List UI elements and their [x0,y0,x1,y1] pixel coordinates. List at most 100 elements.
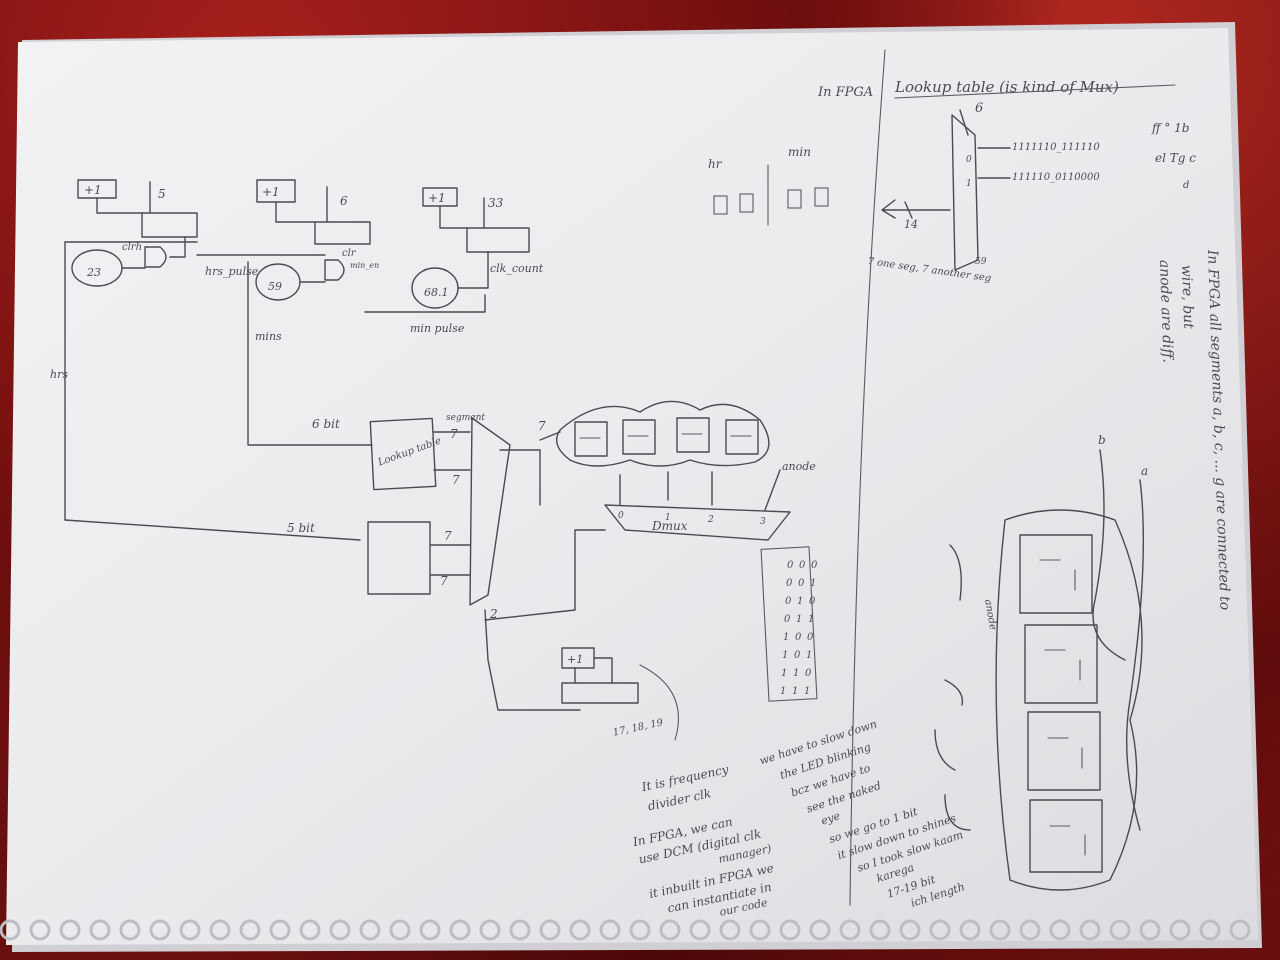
tt-cell: 1 [806,650,812,661]
tt-cell: 0 [784,614,791,625]
right-lut-row0: 1111110_111110 [1012,142,1100,153]
tt-cell: 1 [810,578,816,589]
hour-width-label: 5 [158,187,166,201]
display-digit-2 [739,193,754,213]
hour-and-gate [144,246,167,268]
right-mux-shape [951,114,979,271]
tt-cell: 1 [796,614,802,625]
hour-adder-label: +1 [84,183,102,197]
divider-register [561,682,639,704]
demux-block: Dmux 0 1 2 3 [604,504,791,541]
seg-digit-d [1029,799,1103,873]
seg-digit-a [1019,534,1093,614]
seg-digit-b [1024,624,1098,704]
right-mux-index-0: 0 [966,155,972,165]
side-note-line: wire, but [1178,265,1196,330]
clk-count-label: clk_count [490,262,544,275]
tt-cell: 1 [783,632,789,643]
tt-cell: 1 [781,668,787,679]
tt-cell: 1 [797,596,803,607]
seg-label-a: a [1141,464,1148,478]
seg-digit-c [1027,711,1101,791]
clk-adder-label: +1 [428,191,446,205]
lut-input-width: 6 bit [312,417,340,431]
seg-width-b: 7 [452,473,460,487]
header-fpga-label: In FPGA [817,85,873,100]
right-mux-out-width: 14 [904,218,918,231]
second-lookup-box [367,521,431,595]
corner-note-line: ff ° 1b [1151,121,1189,135]
tt-cell: 0 [798,578,805,589]
display-anode-label: anode [782,460,816,473]
tt-cell: 0 [795,632,802,643]
right-mux-index-1: 1 [966,179,972,189]
second-input-width: 5 bit [287,521,315,535]
tt-cell: 0 [805,668,812,679]
segment-label: segment [446,413,485,423]
min-adder-label: +1 [262,185,280,199]
seg-digit-1 [574,421,608,457]
tt-cell: 0 [799,560,806,571]
right-mux-last-index: 59 [975,257,987,267]
mux-trapezoid [469,417,511,606]
spiral-binding [0,919,1251,941]
tt-cell: 1 [804,686,810,697]
seg-label-b: b [1098,433,1106,447]
tt-cell: 0 [809,596,816,607]
clk-compare-value: 68.1 [424,286,449,299]
hour-and-label: clrh [122,242,142,253]
demux-port-0: 0 [618,511,624,521]
tt-cell: 1 [792,686,798,697]
mux-select-width: 2 [489,607,498,621]
truth-table-border [760,546,818,702]
counter-block-clock: +1 33 68.1 clk_count [364,187,544,313]
demux-port-3: 3 [760,517,766,527]
header-underline [894,84,1176,99]
segment-wiring-diagram: b a anode [934,433,1148,891]
lookup-table-box [369,417,437,491]
hour-compare-value: 23 [86,266,101,279]
min-register [314,221,371,245]
seg-width-d: 7 [440,574,448,588]
tt-cell: 0 [811,560,818,571]
min-pulse-label: min pulse [410,322,465,335]
truth-table: 0 0 0 0 0 1 0 1 0 0 1 1 1 0 0 1 0 1 1 1 … [760,546,818,702]
counter-block-minutes: +1 6 59 clr min_en [196,179,379,446]
seg-digit-2 [622,419,656,455]
tt-cell: 0 [787,560,794,571]
tt-cell: 0 [785,596,792,607]
display-hr-label: hr [708,157,723,171]
seg-width-c: 7 [444,529,452,543]
tt-cell: 1 [808,614,814,625]
hour-register [141,212,198,238]
min-and-label: clr [342,248,357,259]
tt-cell: 1 [782,650,788,661]
seg-digit-4 [725,419,759,455]
tt-cell: 1 [793,668,799,679]
display-digit-3 [787,189,802,209]
side-note-line: anode are diff. [1156,260,1176,364]
min-and-gate [324,259,345,281]
corner-note-line: d [1183,180,1189,191]
right-lut-row1: 111110_0110000 [1012,172,1100,183]
corner-note-line: el Tg c [1155,151,1196,165]
min-enable-label: min_en [350,261,379,270]
tt-cell: 0 [794,650,801,661]
min-width-label: 6 [340,194,348,208]
hrs-pulse-label: hrs_pulse [205,265,259,278]
note-right-line: eye [819,809,842,827]
tt-cell: 1 [780,686,786,697]
demux-shape [604,504,791,541]
mux-output-width: 7 [538,419,546,433]
demux-port-2: 2 [707,515,714,525]
page-sheet [6,28,1258,945]
clk-width-label: 33 [488,196,504,210]
display-digit-1 [713,195,728,215]
right-mux-width: 6 [975,101,983,116]
divider-adder-label: +1 [567,653,583,666]
display-min-label: min [788,145,811,159]
clk-register [466,227,530,253]
tt-cell: 0 [786,578,793,589]
display-digit-4 [814,187,829,207]
